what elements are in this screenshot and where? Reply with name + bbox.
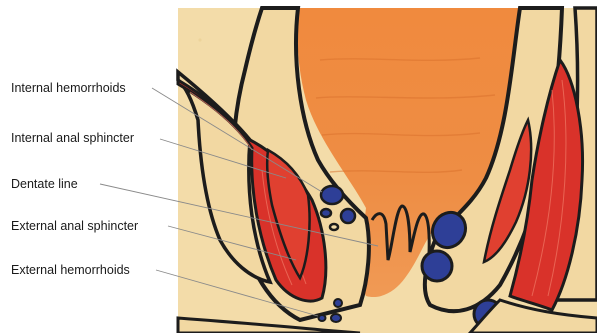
label-external-hemorrhoids: External hemorrhoids (11, 263, 130, 278)
label-dentate-line: Dentate line (11, 177, 78, 192)
label-internal-hemorrhoids: Internal hemorrhoids (11, 81, 126, 96)
label-internal-anal-sphincter: Internal anal sphincter (11, 131, 134, 146)
label-external-anal-sphincter: External anal sphincter (11, 219, 138, 234)
